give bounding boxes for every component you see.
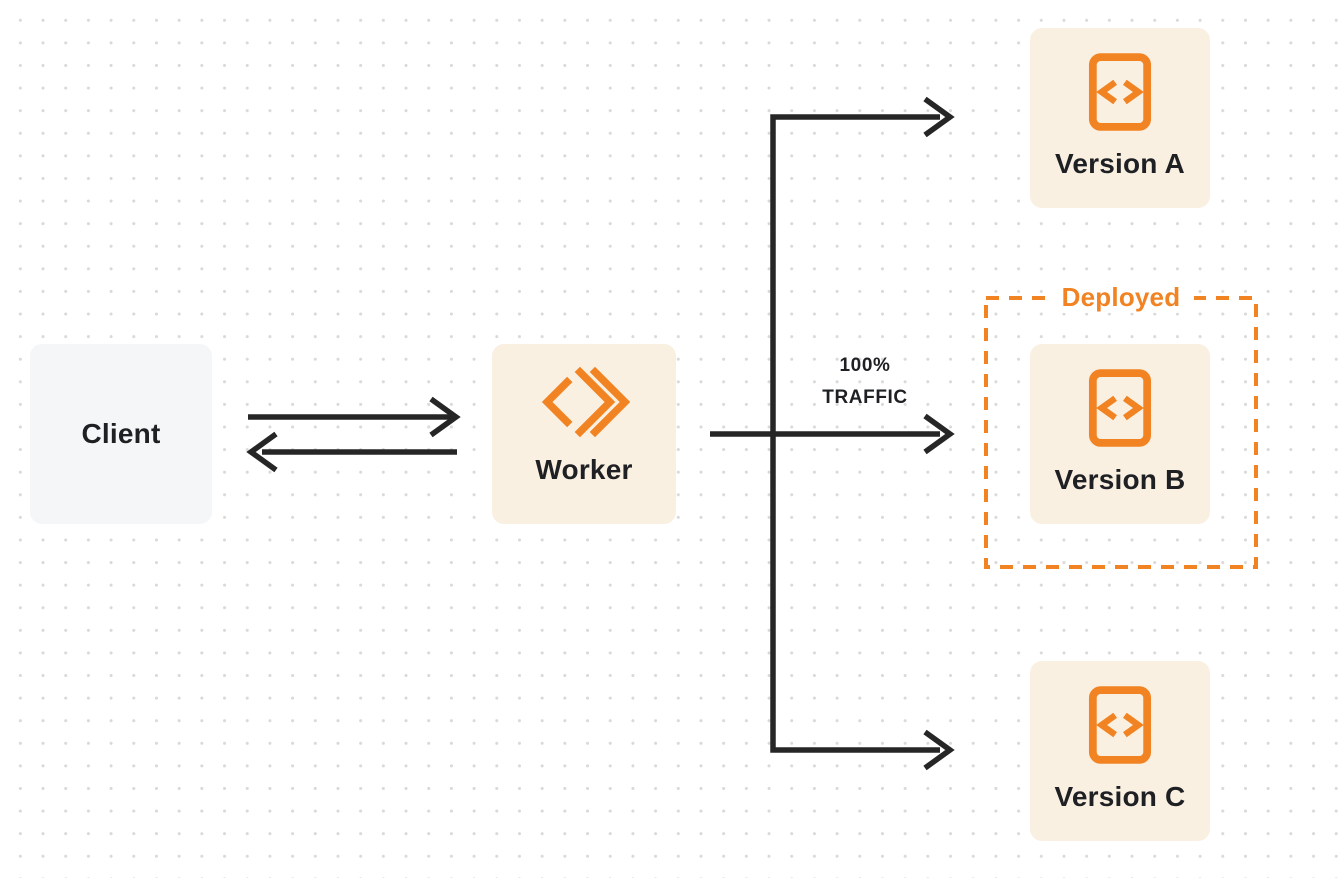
- worker-to-client-arrowhead: [246, 431, 278, 473]
- version-c-label: Version C: [1054, 781, 1186, 812]
- versionc-arrowhead: [923, 729, 955, 771]
- version-c-node: Version C: [1030, 661, 1210, 841]
- version-b-label: Version B: [1054, 464, 1186, 495]
- client-label: Client: [81, 418, 161, 449]
- traffic-word-text: TRAFFIC: [822, 387, 908, 408]
- client-node: Client: [30, 344, 212, 524]
- traffic-annotation: 100% TRAFFIC: [780, 350, 950, 414]
- code-file-icon: [1088, 368, 1152, 448]
- versiona-arrowhead: [923, 96, 955, 138]
- version-b-node: Version B: [1030, 344, 1210, 524]
- deployed-text: Deployed: [1047, 281, 1195, 313]
- version-a-label: Version A: [1055, 148, 1185, 179]
- code-file-icon: [1088, 52, 1152, 132]
- worker-logo-icon: [538, 362, 630, 442]
- client-to-worker-arrowhead: [429, 396, 461, 438]
- version-a-node: Version A: [1030, 28, 1210, 208]
- deployed-annotation: Deployed: [986, 281, 1256, 313]
- code-file-icon: [1088, 685, 1152, 765]
- branch-trunk-line: [770, 114, 940, 753]
- versionb-arrowhead: [923, 413, 955, 455]
- worker-label: Worker: [535, 454, 633, 485]
- worker-node: Worker: [492, 344, 676, 524]
- traffic-percent-text: 100%: [839, 355, 891, 376]
